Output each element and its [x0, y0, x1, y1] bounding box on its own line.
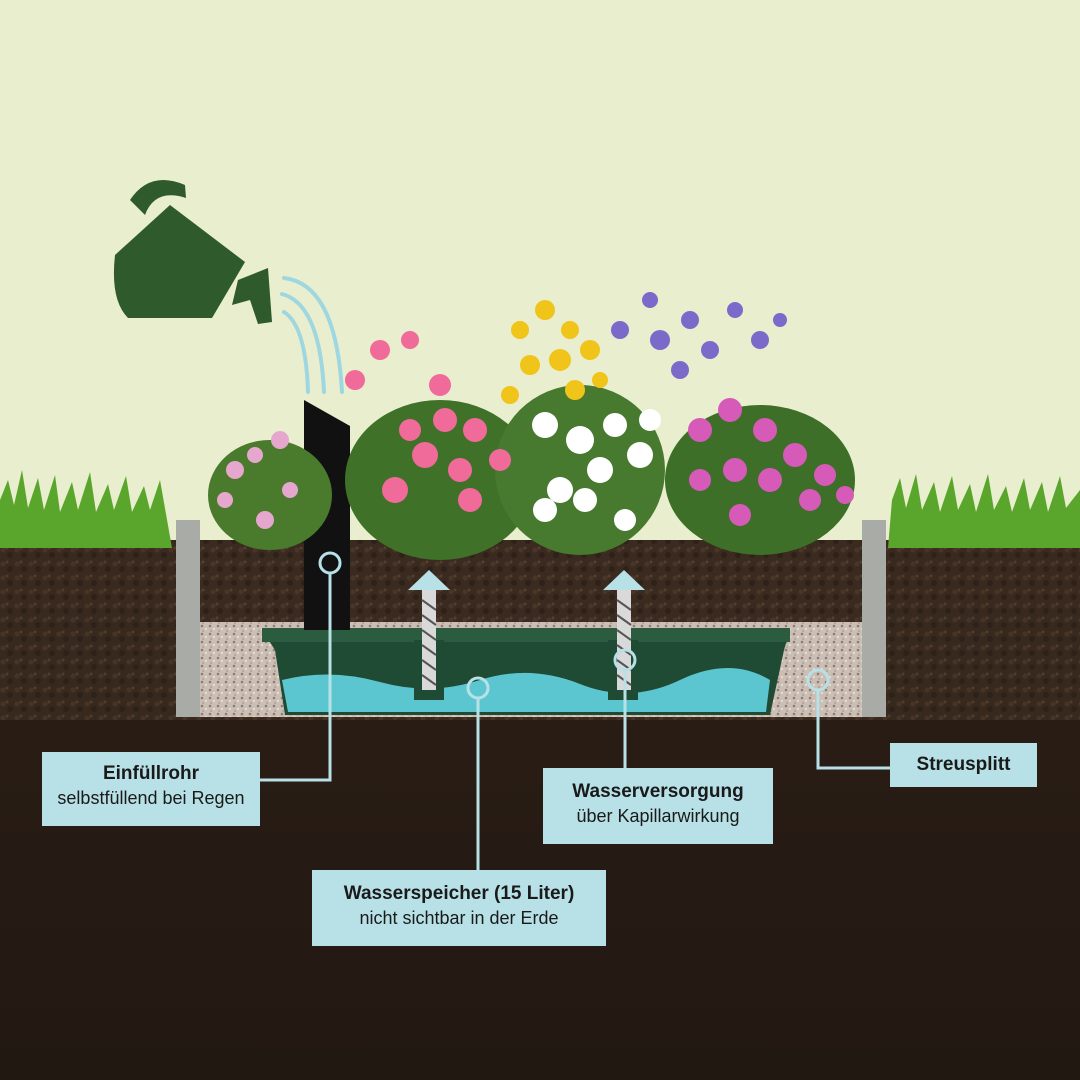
label-streusplitt-title: Streusplitt: [916, 754, 1011, 775]
rain-waves-icon: [280, 276, 344, 394]
flower-bed: [208, 292, 855, 560]
label-streusplitt: Streusplitt: [890, 743, 1037, 787]
leader-lines: [260, 551, 890, 870]
label-wasserversorgung-sub: über Kapillarwirkung: [576, 806, 740, 826]
arrow-up-icon: [603, 570, 645, 590]
label-einfuellrohr-title: Einfüllrohr: [102, 763, 200, 784]
water-reservoir: [262, 628, 790, 715]
label-wasserspeicher: Wasserspeicher (15 Liter) nicht sichtbar…: [312, 870, 606, 946]
label-einfuellrohr-sub: selbstfüllend bei Regen: [57, 788, 245, 808]
label-wasserspeicher-title: Wasserspeicher (15 Liter): [343, 883, 575, 904]
label-wasserversorgung-title: Wasserversorgung: [572, 781, 744, 802]
bed-border-left: [176, 520, 200, 717]
grass-right: [888, 474, 1080, 548]
label-wasserversorgung: Wasserversorgung über Kapillarwirkung: [543, 768, 773, 844]
capillary-wick-1: [421, 590, 437, 690]
arrow-up-icon: [408, 570, 450, 590]
capillary-wick-2: [616, 590, 632, 690]
watering-can-icon: [113, 180, 272, 324]
bed-border-right: [862, 520, 886, 717]
label-einfuellrohr: Einfüllrohr selbstfüllend bei Regen: [42, 752, 260, 826]
label-wasserspeicher-sub: nicht sichtbar in der Erde: [359, 908, 559, 928]
grass-left: [0, 470, 172, 548]
